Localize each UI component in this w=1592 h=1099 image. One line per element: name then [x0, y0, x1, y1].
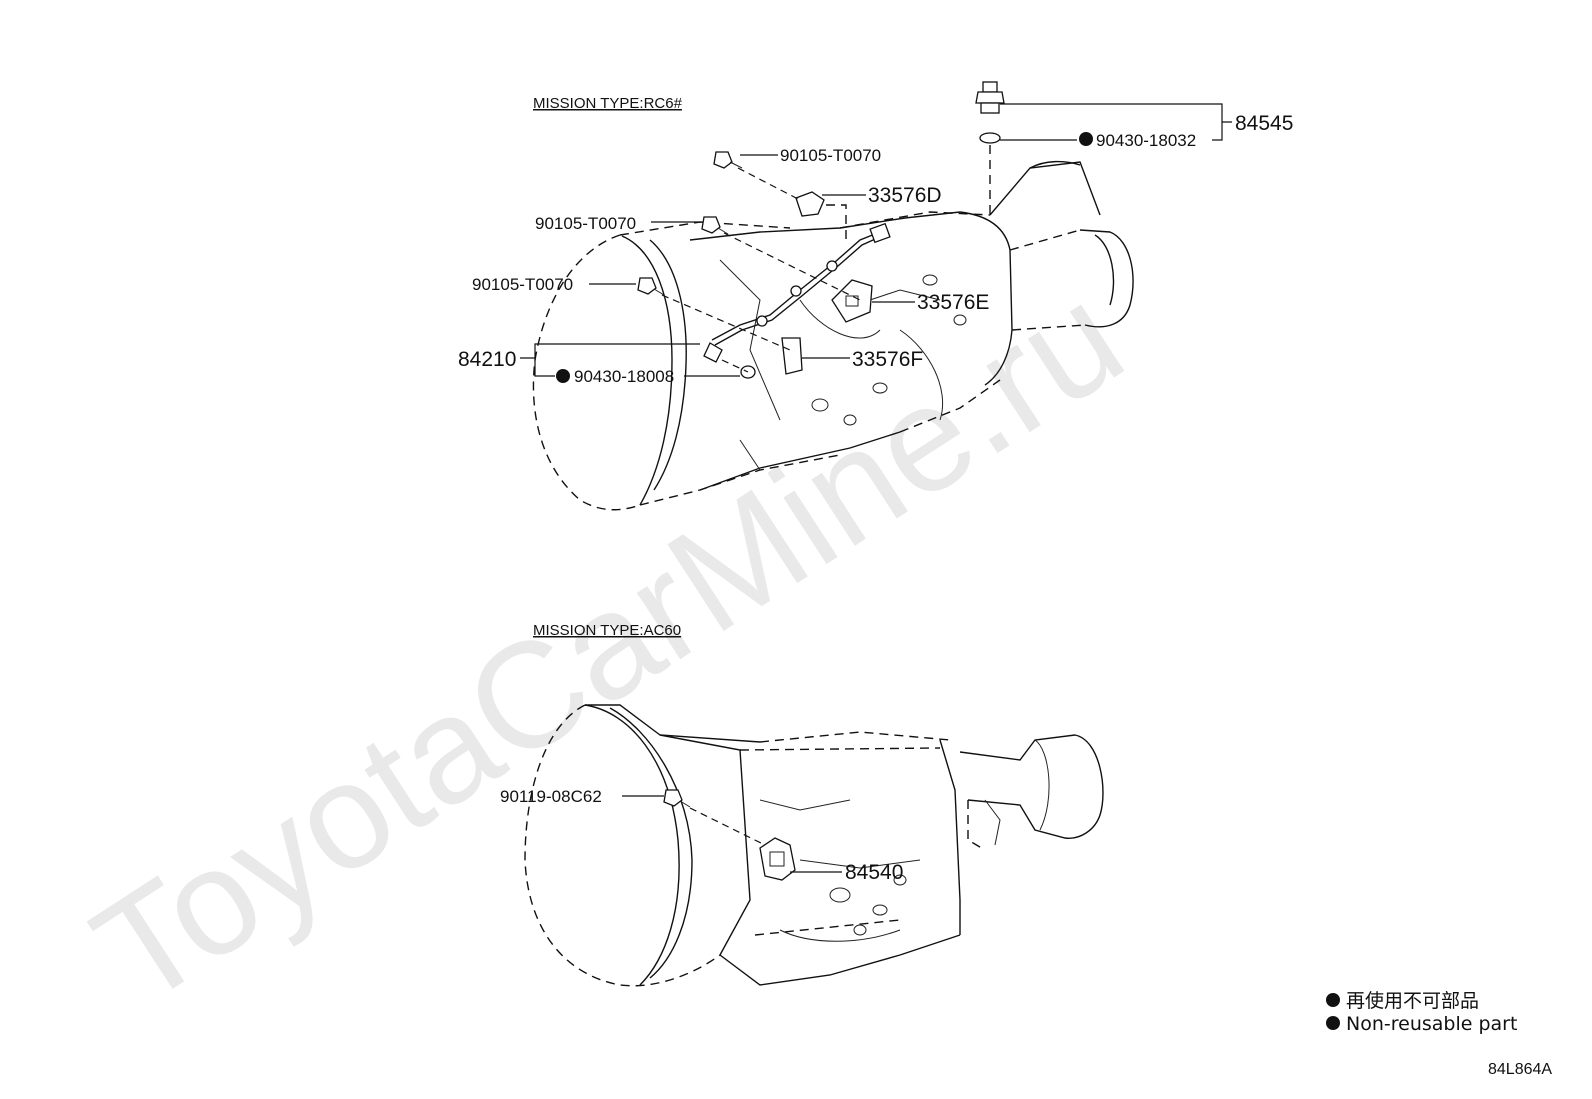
- part-number-33576d: 33576D: [868, 184, 942, 207]
- part-number-90105-t0070: 90105-T0070: [535, 214, 636, 233]
- bolt-90105-a: [713, 151, 743, 169]
- speed-sensor-84210: [703, 342, 756, 379]
- part-number-84210: 84210: [458, 348, 516, 371]
- part-number-33576f: 33576F: [852, 348, 923, 371]
- part-number-90119-08c62: 90119-08C62: [500, 787, 602, 806]
- bolt-90119: [663, 789, 691, 808]
- part-number-90430-18008: 90430-18008: [574, 367, 674, 386]
- legend-dot: [1326, 1016, 1340, 1030]
- legend-label-japanese: 再使用不可部品: [1346, 990, 1479, 1012]
- non-reusable-dot: [1079, 132, 1093, 146]
- part-number-84545: 84545: [1235, 112, 1293, 135]
- non-reusable-dot: [556, 369, 570, 383]
- speed-sensor-84540: [759, 837, 796, 881]
- part-number-84540: 84540: [845, 861, 903, 884]
- part-number-90430-18032: 90430-18032: [1096, 131, 1196, 150]
- diagram-code: 84L864A: [1488, 1061, 1552, 1078]
- legend-dot: [1326, 993, 1340, 1007]
- part-number-90105-t0070: 90105-T0070: [780, 146, 881, 165]
- bracket-33576e: [831, 279, 873, 323]
- section-title-rc6: MISSION TYPE:RC6#: [533, 95, 683, 112]
- section-title-ac60: MISSION TYPE:AC60: [533, 622, 681, 639]
- oil-pressure-switch-84545: [975, 81, 1005, 215]
- ac60-transmission-drawing: [524, 704, 1104, 987]
- part-number-33576e: 33576E: [917, 291, 989, 314]
- part-number-90105-t0070: 90105-T0070: [472, 275, 573, 294]
- legend: 再使用不可部品 Non-reusable part: [1326, 990, 1517, 1035]
- legend-label-english: Non-reusable part: [1346, 1013, 1517, 1035]
- bolt-90105-c: [637, 277, 665, 296]
- bracket-33576d: [795, 191, 847, 240]
- bracket-33576f: [781, 337, 803, 375]
- bolt-90105-b: [701, 216, 729, 235]
